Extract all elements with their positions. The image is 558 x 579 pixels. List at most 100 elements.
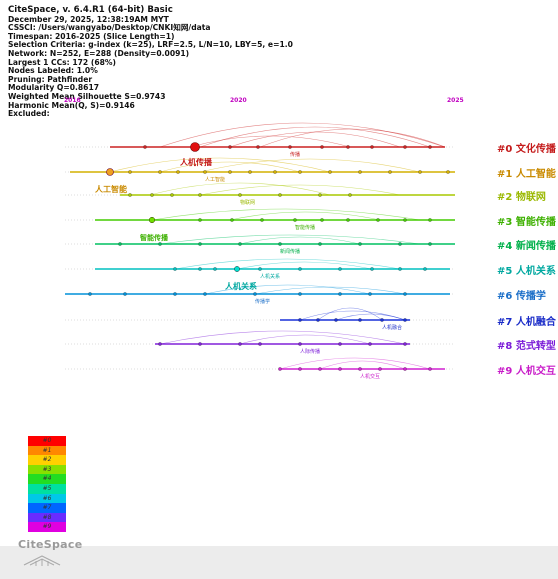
keyword-node: [298, 170, 302, 174]
major-keyword-label: 人机关系: [225, 281, 257, 291]
timespan: Timespan: 2016-2025 (Slice Length=1): [8, 31, 175, 41]
keyword-node: [88, 292, 92, 296]
cluster-label-7[interactable]: #7 人机融合: [497, 317, 556, 328]
node-keyword-label: 人际传播: [300, 348, 320, 355]
keyword-node: [278, 242, 282, 246]
keyword-node: [198, 342, 202, 346]
keyword-node: [378, 367, 382, 371]
cluster-label-5[interactable]: #5 人机关系: [497, 266, 556, 277]
cluster-label-9[interactable]: #9 人机交互: [497, 366, 556, 377]
keyword-node: [298, 367, 302, 371]
keyword-node: [370, 145, 374, 149]
keyword-node: [288, 145, 292, 149]
cluster-color-legend: #0#1#2#3#4#5#6#7#8#9: [28, 436, 66, 532]
keyword-node: [143, 145, 147, 149]
major-node: [106, 168, 114, 176]
keyword-node: [278, 367, 282, 371]
link-arc: [279, 357, 431, 370]
cluster-label-2[interactable]: #2 物联网: [497, 192, 546, 203]
cluster-row-2: 物联网: [65, 193, 455, 206]
keyword-node: [403, 342, 407, 346]
keyword-node: [198, 193, 202, 197]
keyword-node: [358, 367, 362, 371]
link-arc: [109, 157, 331, 173]
keyword-node: [118, 242, 122, 246]
link-arc: [335, 313, 406, 321]
keyword-node: [256, 145, 260, 149]
major-node: [190, 142, 200, 152]
keyword-node: [368, 342, 372, 346]
cluster-label-4[interactable]: #4 新闻传播: [497, 241, 556, 252]
legend-item-2: #2: [28, 455, 66, 465]
legend-item-9: #9: [28, 522, 66, 532]
keyword-node: [253, 292, 257, 296]
keyword-node: [316, 318, 320, 322]
link-arc: [151, 208, 421, 221]
keyword-node: [128, 193, 132, 197]
keyword-node: [238, 193, 242, 197]
keyword-node: [346, 145, 350, 149]
keyword-node: [273, 170, 277, 174]
keyword-node: [158, 242, 162, 246]
major-node: [148, 216, 156, 224]
keyword-node: [423, 267, 427, 271]
node-keyword-label: 传播学: [255, 298, 270, 305]
link-arc: [199, 184, 401, 196]
legend-item-0: #0: [28, 436, 66, 446]
legend-item-3: #3: [28, 464, 66, 475]
node-keyword-label: 传播: [290, 151, 300, 158]
keyword-node: [170, 193, 174, 197]
cluster-label-8[interactable]: #8 范式转型: [497, 341, 556, 352]
keyword-node: [428, 242, 432, 246]
keyword-node: [338, 367, 342, 371]
cluster-row-0: 传播: [65, 145, 455, 158]
keyword-node: [248, 170, 252, 174]
cluster-label-3[interactable]: #3 智能传播: [497, 217, 556, 228]
legend-item-6: #6: [28, 493, 66, 504]
keyword-node: [123, 292, 127, 296]
legend-item-4: #4: [28, 474, 66, 484]
keyword-node: [198, 218, 202, 222]
silhouette: Weighted Mean Silhouette S=0.9743: [8, 91, 166, 101]
legend-item-8: #8: [28, 512, 66, 523]
node-keyword-label: 物联网: [240, 199, 255, 206]
keyword-node: [298, 342, 302, 346]
cluster-row-3: 智能传播: [65, 218, 455, 231]
year-mid-label: 2020: [230, 97, 247, 104]
keyword-node: [198, 242, 202, 246]
excluded: Excluded:: [8, 109, 50, 119]
keyword-node: [346, 218, 350, 222]
keyword-node: [298, 267, 302, 271]
cluster-row-4: 新闻传播: [65, 242, 455, 255]
selection-criteria: Selection Criteria: g-index (k=25), LRF=…: [8, 40, 293, 50]
keyword-node: [358, 318, 362, 322]
link-arc: [239, 236, 361, 245]
link-arc: [174, 258, 401, 270]
link-arc: [317, 307, 383, 321]
cluster-label-0[interactable]: #0 文化传播: [497, 144, 556, 155]
cluster-label-1[interactable]: #1 人工智能: [497, 169, 556, 180]
timeline-graph[interactable]: 传播人工智能物联网智能传播新闻传播人机关系传播学人机融合人际传播人机交互人机传播…: [0, 100, 495, 390]
keyword-node: [358, 242, 362, 246]
legend-item-1: #1: [28, 445, 66, 456]
keyword-node: [328, 170, 332, 174]
cluster-label-6[interactable]: #6 传播学: [497, 291, 546, 302]
keyword-node: [228, 145, 232, 149]
keyword-node: [158, 170, 162, 174]
link-arc: [204, 284, 371, 295]
keyword-node: [238, 242, 242, 246]
node-keyword-label: 人机关系: [260, 273, 280, 280]
cluster-row-8: 人际传播: [65, 342, 455, 355]
keyword-node: [318, 242, 322, 246]
node-keyword-label: 人机交互: [360, 373, 380, 380]
keyword-node: [260, 218, 264, 222]
keyword-node: [318, 193, 322, 197]
link-arc: [159, 330, 406, 345]
keyword-node: [198, 267, 202, 271]
node-keyword-label: 智能传播: [295, 224, 315, 231]
keyword-node: [388, 170, 392, 174]
keyword-node: [428, 145, 432, 149]
keyword-node: [176, 170, 180, 174]
keyword-node: [228, 170, 232, 174]
link-arc: [159, 122, 446, 148]
